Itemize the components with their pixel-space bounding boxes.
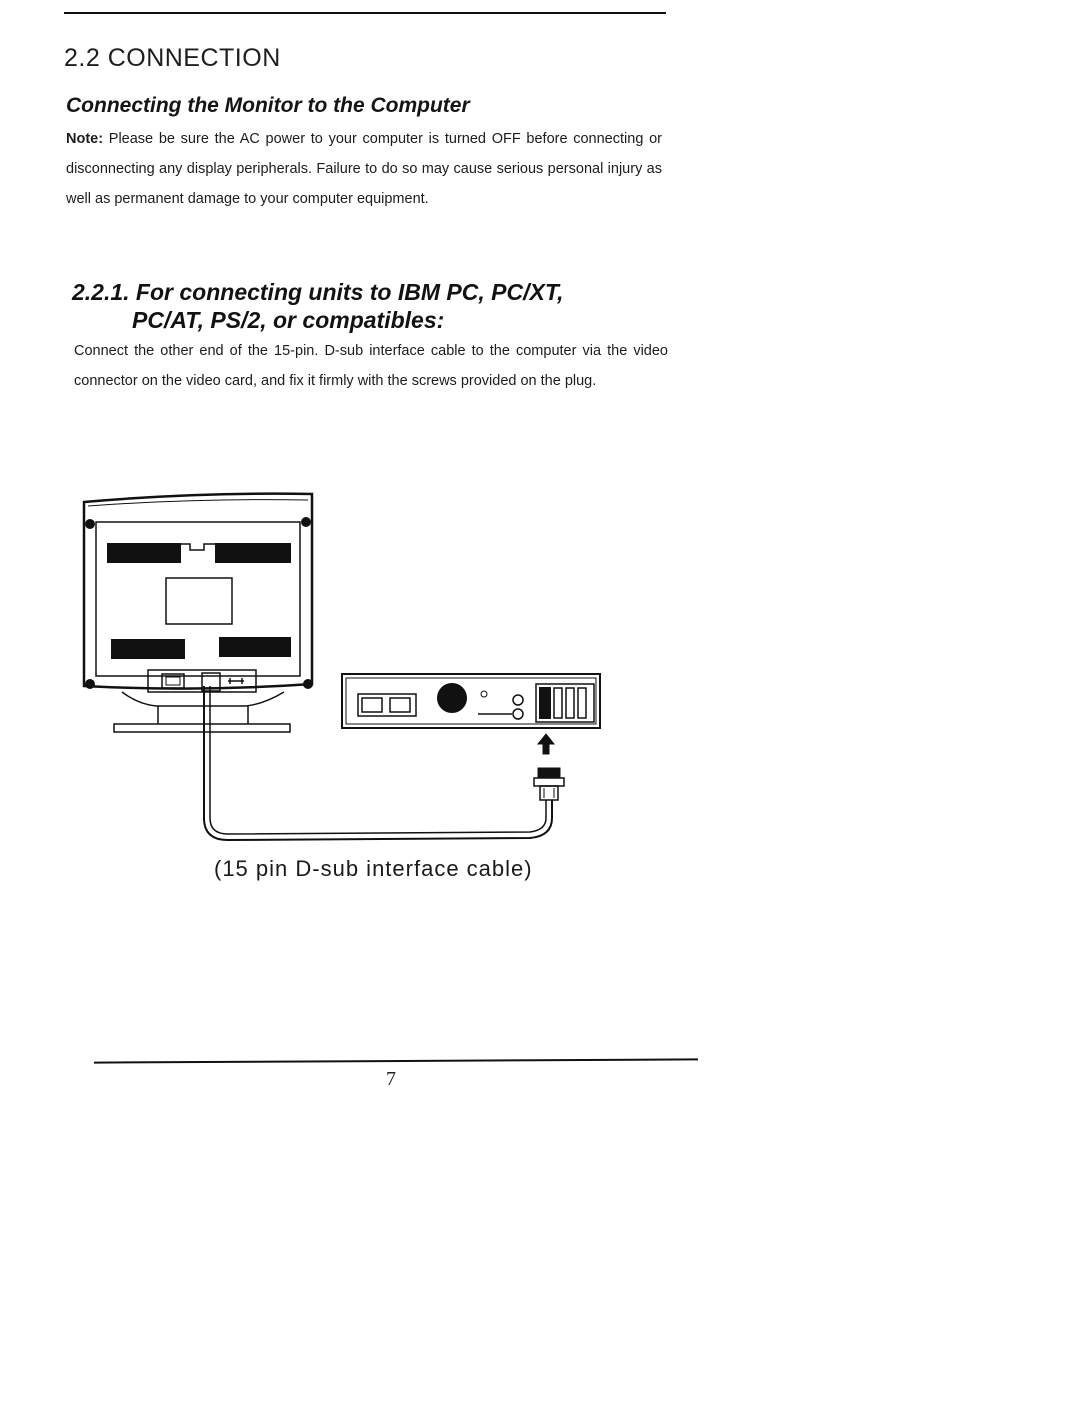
page-number: 7 <box>386 1068 396 1090</box>
note-label: Note: <box>66 131 104 147</box>
note-text: Please be sure the AC power to your comp… <box>66 131 662 207</box>
subsection-title: 2.2.1. For connecting units to IBM PC, P… <box>72 278 564 334</box>
section-title: 2.2 CONNECTION <box>64 44 281 72</box>
connection-diagram <box>82 492 601 842</box>
subsection-title-line1: 2.2.1. For connecting units to IBM PC, P… <box>72 279 564 305</box>
top-rule <box>64 12 666 14</box>
subsection-title-line2: PC/AT, PS/2, or compatibles: <box>132 307 445 333</box>
arrow-up-icon <box>536 733 556 755</box>
figure-caption: (15 pin D-sub interface cable) <box>214 856 533 881</box>
connecting-heading: Connecting the Monitor to the Computer <box>66 94 470 117</box>
monitor-rear-illustration <box>82 492 314 733</box>
interface-cable <box>203 686 553 842</box>
note-paragraph: Note: Please be sure the AC power to you… <box>66 124 662 214</box>
interface-cable-inner <box>209 686 547 835</box>
bottom-rule <box>93 1058 699 1064</box>
dsub-plug-illustration <box>533 767 565 801</box>
subsection-body: Connect the other end of the 15-pin. D-s… <box>74 343 668 389</box>
computer-rear-illustration <box>341 673 601 729</box>
